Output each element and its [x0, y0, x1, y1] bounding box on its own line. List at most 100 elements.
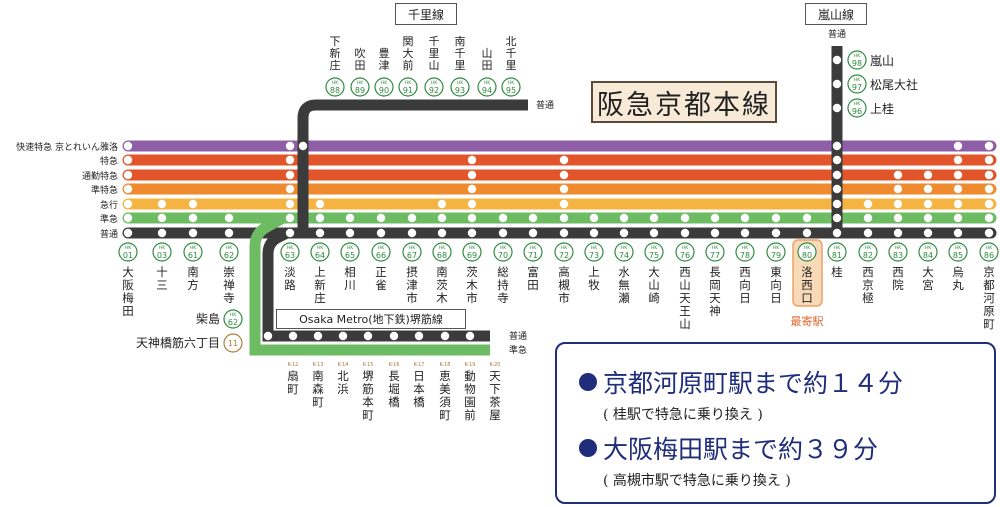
- sakaisuji-station-name: 須: [439, 395, 451, 409]
- station-number-badge: [280, 242, 300, 262]
- station-code-prefix: HK: [332, 80, 339, 86]
- station-number-badge: [918, 242, 938, 262]
- stop-markers: [123, 55, 994, 341]
- stop-dot: [123, 141, 133, 151]
- station-code: 77: [710, 251, 720, 260]
- main-station-name: 瀬: [618, 291, 630, 305]
- stop-dot: [680, 228, 690, 238]
- station-number-badge: [827, 242, 847, 262]
- stop-dot: [123, 170, 133, 180]
- info-kawaramachi-time: 京都河原町駅まで約１４分: [603, 369, 904, 398]
- stop-dot: [893, 213, 903, 223]
- station-code-prefix: HK: [986, 245, 993, 251]
- station-number-badge: [584, 242, 604, 262]
- stop-dot: [923, 170, 933, 180]
- station-number-badge: [501, 77, 521, 97]
- station-code: 76: [680, 251, 690, 260]
- sakaisuji-station-name: 扇: [287, 369, 299, 383]
- stop-dot: [437, 228, 447, 238]
- sakaisuji-station-name: 堺: [362, 369, 374, 383]
- senri-station-name: 田: [482, 59, 493, 72]
- stop-dot: [802, 213, 812, 223]
- main-station-name: 阪: [122, 278, 134, 292]
- station-code: 63: [285, 251, 295, 260]
- stop-dot: [863, 199, 873, 209]
- station-code-prefix: HK: [287, 245, 294, 251]
- main-station-name: 日: [770, 291, 782, 305]
- stop-dot: [467, 199, 477, 209]
- stop-dot: [923, 184, 933, 194]
- stop-dot: [490, 331, 500, 341]
- main-station-name: 富: [527, 265, 539, 279]
- station-code: 61: [188, 251, 198, 260]
- main-station-name: 無: [618, 278, 630, 292]
- stop-dot: [953, 141, 963, 151]
- senri-station-name: 里: [429, 47, 440, 60]
- stop-dot: [157, 228, 167, 238]
- senri-station-name: 里: [506, 59, 517, 72]
- stop-dot: [771, 228, 781, 238]
- stop-dot: [893, 184, 903, 194]
- station-code: 03: [157, 251, 167, 260]
- sakaisuji-station-name: 森: [312, 382, 324, 396]
- stop-dot: [802, 228, 812, 238]
- station-number-badge: [705, 242, 725, 262]
- station-code: 84: [923, 251, 933, 260]
- stop-dot: [407, 228, 417, 238]
- sakaisuji-semiexp-path: [249, 213, 490, 356]
- main-station-name: 寺: [223, 291, 235, 305]
- station-code-prefix: HK: [457, 80, 464, 86]
- main-station-name: 山: [679, 317, 691, 331]
- stop-dot: [528, 213, 538, 223]
- sakaisuji-station-name: 前: [464, 408, 476, 422]
- sakaisuji-line-tag: Osaka Metro(地下鉄)堺筋線: [276, 309, 466, 329]
- stop-dot: [649, 213, 659, 223]
- main-station-name: 淡: [284, 265, 296, 279]
- stop-dot: [224, 228, 234, 238]
- stop-dot: [832, 155, 842, 165]
- station-code-prefix: HK: [651, 245, 658, 251]
- sakaisuji-service-label: 準急: [509, 344, 527, 356]
- stop-dot: [832, 228, 842, 238]
- senri-station-name: 千: [506, 47, 517, 60]
- stop-dot: [953, 184, 963, 194]
- stop-dot: [953, 213, 963, 223]
- sakaisuji-station-name: 美: [439, 382, 451, 396]
- main-station-name: 摂: [406, 265, 418, 279]
- sakaisuji-station-name: 町: [287, 382, 299, 396]
- service-label: 通勤特急: [82, 170, 118, 182]
- service-label: 準特急: [91, 184, 118, 196]
- main-station-name: 雀: [375, 278, 387, 292]
- station-code: 95: [506, 86, 516, 95]
- station-code-prefix: HK: [854, 53, 861, 59]
- station-code: 89: [355, 86, 365, 95]
- stop-dot: [498, 213, 508, 223]
- station-code-prefix: HK: [742, 245, 749, 251]
- stop-dot: [437, 213, 447, 223]
- stop-dot: [984, 155, 994, 165]
- station-number-badge: [223, 309, 243, 329]
- main-station-name: 木: [436, 291, 448, 305]
- main-station-name: 庄: [314, 291, 326, 305]
- station-code-prefix: HK: [854, 77, 861, 83]
- main-station-name: 京: [862, 278, 874, 292]
- arashiyama-station-name: 上桂: [870, 101, 894, 116]
- stop-dot: [740, 228, 750, 238]
- station-code-prefix: HK: [405, 80, 412, 86]
- branch-station-name: 天神橋筋六丁目: [136, 335, 220, 350]
- senri-station-name: 千: [429, 35, 440, 48]
- stop-dot: [315, 228, 325, 238]
- station-code: K-14: [338, 362, 349, 368]
- sakaisuji-station-name: 浜: [337, 382, 349, 396]
- main-station-name: 大: [922, 265, 934, 279]
- main-station-name: 牧: [588, 278, 600, 292]
- station-code: 71: [528, 251, 538, 260]
- stop-dot: [832, 103, 842, 113]
- station-code: 94: [482, 86, 492, 95]
- station-number-badge: [644, 242, 664, 262]
- station-code-prefix: HK: [230, 312, 237, 318]
- main-station-name: 津: [406, 278, 418, 292]
- station-code-prefix: HK: [561, 245, 568, 251]
- sakaisuji-service-label: 普通: [509, 330, 527, 342]
- station-number-badge: [183, 242, 203, 262]
